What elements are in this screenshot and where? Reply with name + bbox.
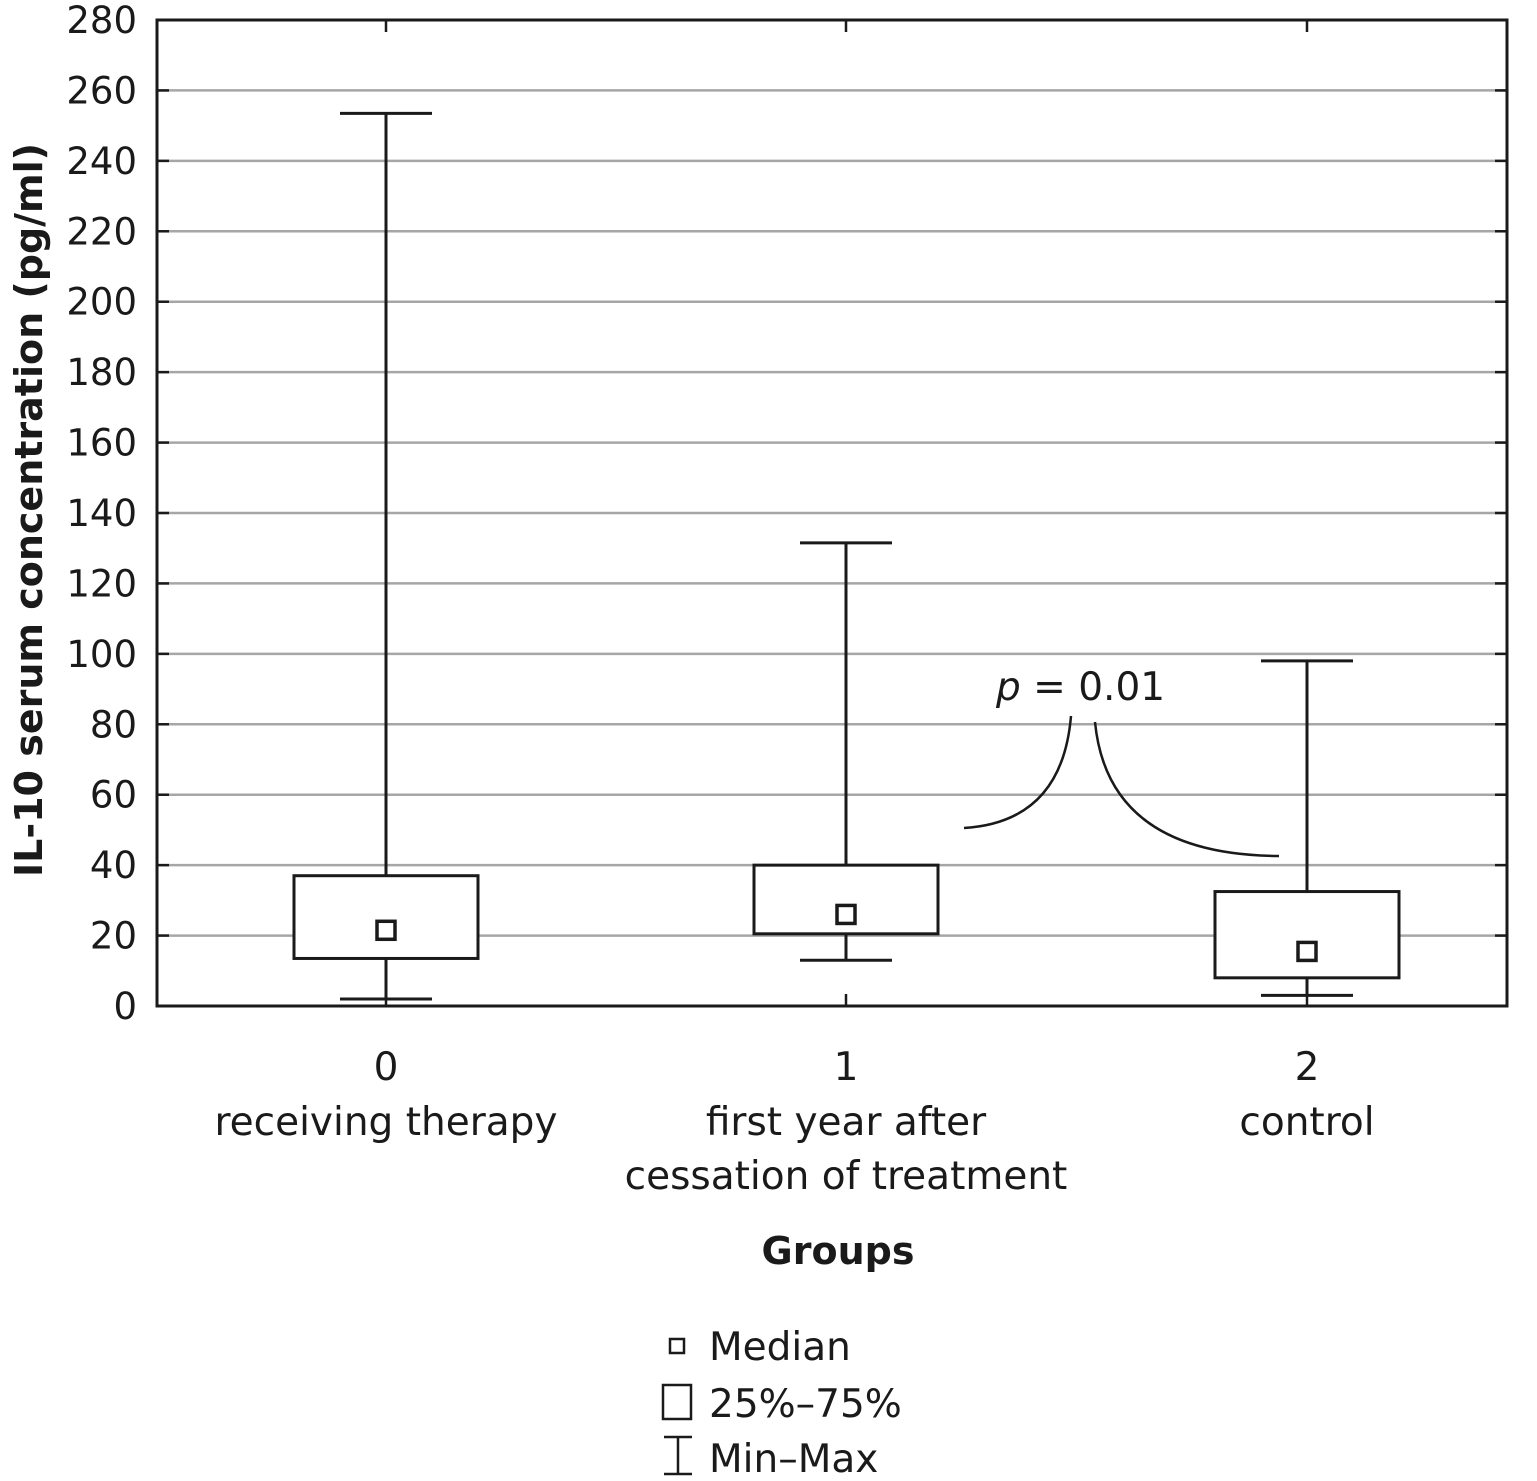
box-plot-group-2 bbox=[1213, 659, 1401, 997]
y-tick-label: 260 bbox=[66, 69, 137, 112]
gridlines bbox=[157, 89, 1507, 937]
y-tick-label: 220 bbox=[66, 210, 137, 253]
category-name: cessation of treatment bbox=[625, 1154, 1068, 1199]
median-marker bbox=[375, 919, 397, 942]
y-tick-label: 240 bbox=[66, 140, 137, 183]
y-axis-title: IL-10 serum concentration (pg/ml) bbox=[7, 143, 51, 877]
y-tick-label: 120 bbox=[66, 562, 137, 605]
annotation-right-bracket bbox=[1093, 721, 1280, 858]
box-plots bbox=[292, 111, 1401, 1001]
y-tick-label: 200 bbox=[66, 281, 137, 324]
y-tick-label: 60 bbox=[90, 774, 137, 817]
legend: Median 25%–75% Min–Max bbox=[661, 1325, 902, 1481]
legend-median-symbol bbox=[668, 1337, 686, 1355]
significance-annotation: p = 0.01 bbox=[963, 665, 1280, 858]
category-code: 2 bbox=[1295, 1045, 1320, 1090]
category-name: receiving therapy bbox=[214, 1100, 557, 1145]
median-marker bbox=[1296, 940, 1318, 963]
y-tick-label: 80 bbox=[90, 703, 137, 746]
p-value-label: p = 0.01 bbox=[995, 665, 1165, 710]
p-value-rest: = 0.01 bbox=[1021, 665, 1165, 710]
y-axis-ticks: 0 20 40 60 80 100 120 140 160 180 200 220 240 260 280 bbox=[66, 0, 1507, 1028]
y-tick-label: 180 bbox=[66, 351, 137, 394]
iqr-box bbox=[292, 874, 480, 960]
iqr-box bbox=[752, 863, 940, 936]
y-tick-label: 140 bbox=[66, 492, 137, 535]
category-code: 1 bbox=[834, 1045, 859, 1090]
legend-whisker-label: Min–Max bbox=[709, 1437, 878, 1481]
box-plot-group-0 bbox=[292, 111, 480, 1001]
x-axis-title: Groups bbox=[762, 1229, 915, 1273]
category-name: first year after bbox=[706, 1100, 987, 1145]
y-tick-label: 280 bbox=[66, 0, 137, 42]
plot-frame bbox=[155, 18, 1509, 1008]
legend-whisker-symbol bbox=[664, 1435, 692, 1476]
category-code: 0 bbox=[374, 1045, 399, 1090]
legend-box-symbol bbox=[661, 1383, 693, 1421]
box-plot-group-1 bbox=[752, 541, 940, 962]
y-tick-label: 20 bbox=[90, 915, 137, 958]
legend-median-label: Median bbox=[709, 1325, 851, 1370]
median-marker bbox=[835, 903, 857, 926]
y-tick-label: 100 bbox=[66, 633, 137, 676]
iqr-box bbox=[1213, 890, 1401, 980]
category-labels: 0 receiving therapy 1 first year after cessa… bbox=[214, 1045, 1374, 1199]
y-tick-label: 40 bbox=[90, 844, 137, 887]
p-value-italic: p bbox=[995, 665, 1021, 710]
category-name: control bbox=[1239, 1100, 1374, 1145]
legend-box-label: 25%–75% bbox=[709, 1382, 902, 1427]
annotation-left-bracket bbox=[963, 715, 1073, 830]
y-tick-label: 0 bbox=[113, 985, 137, 1028]
y-tick-label: 160 bbox=[66, 422, 137, 465]
